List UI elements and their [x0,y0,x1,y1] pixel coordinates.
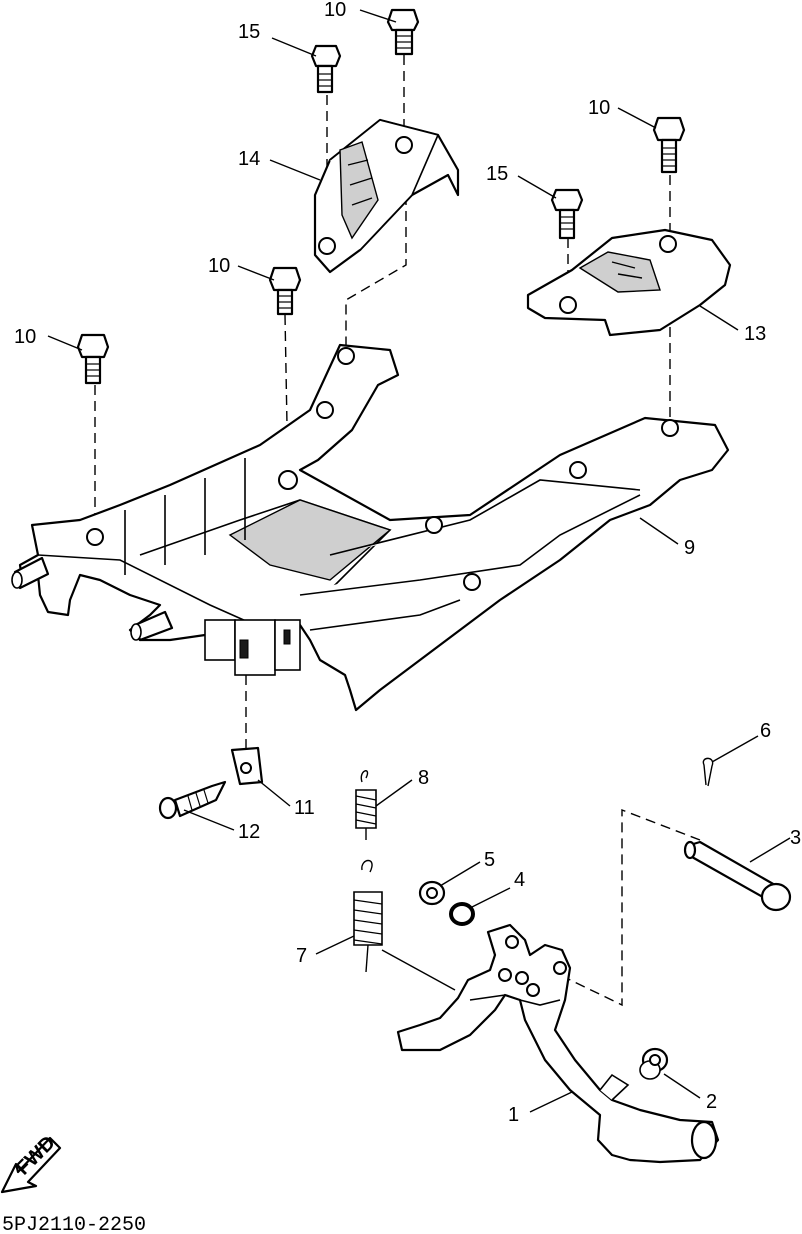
callout-3: 3 [790,827,801,849]
callout-5: 5 [484,849,495,871]
part-5-washer [418,880,446,906]
callout-15-left: 15 [238,21,260,43]
bolt-10-top [386,8,420,56]
callout-8: 8 [418,767,429,789]
callout-6: 6 [760,720,771,742]
callout-2: 2 [706,1091,717,1113]
callout-labels: 10 15 14 10 10 10 15 13 9 11 12 8 7 5 4 … [14,0,801,1126]
part-3-shaft [683,840,792,912]
part-1-main-stand [396,923,720,1164]
callout-4: 4 [514,869,525,891]
callout-12: 12 [238,821,260,843]
callout-14: 14 [238,148,260,170]
part-8-spring [355,770,377,840]
part-4-o-ring [449,902,475,926]
part-11-clip-nut [230,746,264,786]
callout-15-right: 15 [486,163,508,185]
callout-leaders [47,9,791,1113]
part-6-cotter-pin [702,757,714,787]
part-14-cover-bracket [313,118,460,274]
callout-1: 1 [508,1104,519,1126]
bolt-10-mid [268,266,302,316]
part-7-spring [353,859,383,973]
callout-7: 7 [296,945,307,967]
callout-13: 13 [744,323,766,345]
bolt-10-right [652,116,686,174]
diagram-code: 5PJ2110-2250 [2,1214,146,1234]
callout-10-top: 10 [324,0,346,21]
callout-11: 11 [294,797,315,819]
callout-10-right: 10 [588,97,610,119]
bolt-15-right [550,188,584,240]
part-13-cover-bracket [526,228,732,337]
bolt-10-left [76,333,110,385]
part-12-tapping-screw [158,780,227,820]
callout-10-mid: 10 [208,255,230,277]
fwd-arrow-icon: FWD [0,1132,62,1194]
callout-10-left: 10 [14,326,36,348]
bolt-15-left [310,44,342,94]
part-9-main-frame [11,343,730,712]
callout-9: 9 [684,537,695,559]
part-2-collar [639,1047,669,1080]
